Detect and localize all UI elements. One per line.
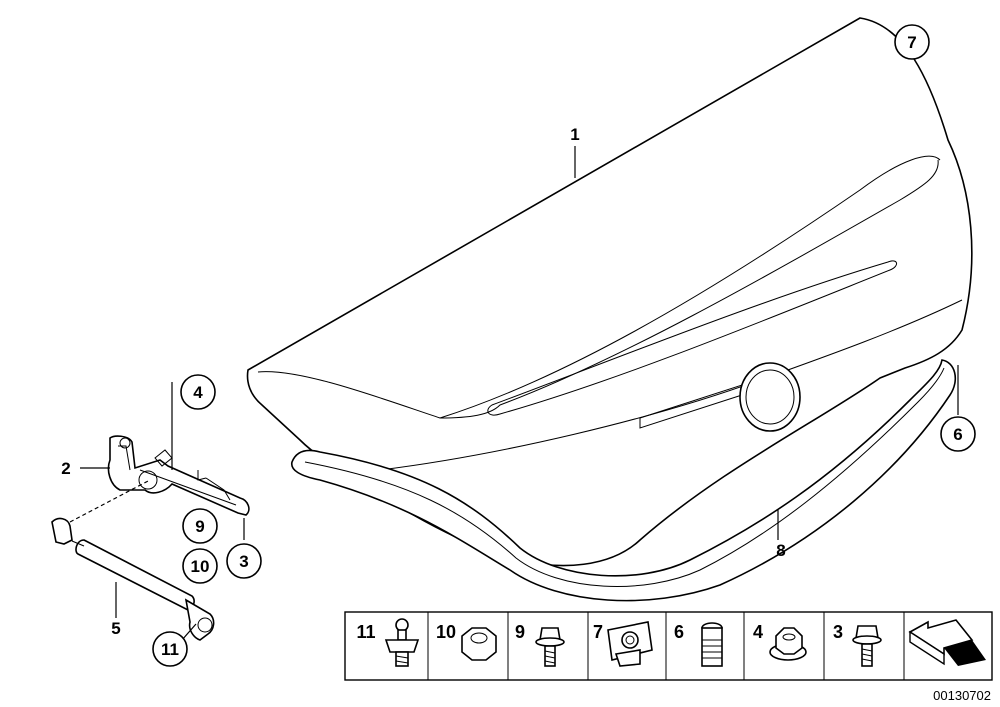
strip-cell-10: 10 <box>436 622 497 661</box>
leader-lines <box>80 146 959 641</box>
trunk-seal <box>291 359 957 602</box>
callout-1: 1 <box>570 125 579 144</box>
svg-text:4: 4 <box>753 622 763 642</box>
svg-text:7: 7 <box>907 33 916 52</box>
strip-cell-6: 6 <box>674 622 723 667</box>
svg-text:9: 9 <box>195 517 204 536</box>
svg-text:11: 11 <box>356 622 375 642</box>
hinge-assembly <box>107 435 250 516</box>
svg-text:1: 1 <box>570 125 579 144</box>
callout-7: 7 <box>894 24 930 60</box>
direction-arrow-icon <box>908 619 986 666</box>
callout-4: 4 <box>180 374 216 410</box>
svg-text:8: 8 <box>776 541 785 560</box>
svg-text:3: 3 <box>239 552 248 571</box>
svg-text:10: 10 <box>436 622 456 642</box>
fastener-strip: 11 10 9 7 6 <box>344 611 993 681</box>
strip-cell-7: 7 <box>593 621 653 667</box>
strip-cell-9: 9 <box>515 622 565 667</box>
svg-text:11: 11 <box>161 640 179 659</box>
gas-strut <box>51 479 215 641</box>
svg-text:6: 6 <box>674 622 684 642</box>
svg-text:7: 7 <box>593 622 603 642</box>
strip-cell-4: 4 <box>753 622 807 661</box>
callout-8: 8 <box>776 541 785 560</box>
svg-text:3: 3 <box>833 622 843 642</box>
callout-5: 5 <box>111 619 120 638</box>
callout-9: 9 <box>182 508 218 544</box>
diagram-code: 00130702 <box>933 688 991 703</box>
callout-11: 11 <box>152 631 188 667</box>
trunk-lid <box>246 17 973 602</box>
svg-text:5: 5 <box>111 619 120 638</box>
svg-text:10: 10 <box>191 557 210 576</box>
callout-3: 3 <box>226 543 262 579</box>
callout-2: 2 <box>61 459 70 478</box>
svg-text:4: 4 <box>193 383 203 402</box>
svg-text:2: 2 <box>61 459 70 478</box>
strip-cell-11: 11 <box>356 618 420 667</box>
svg-text:9: 9 <box>515 622 525 642</box>
svg-text:6: 6 <box>953 425 962 444</box>
callout-10: 10 <box>182 548 218 584</box>
callout-6: 6 <box>940 416 976 452</box>
strip-cell-3: 3 <box>833 622 882 667</box>
